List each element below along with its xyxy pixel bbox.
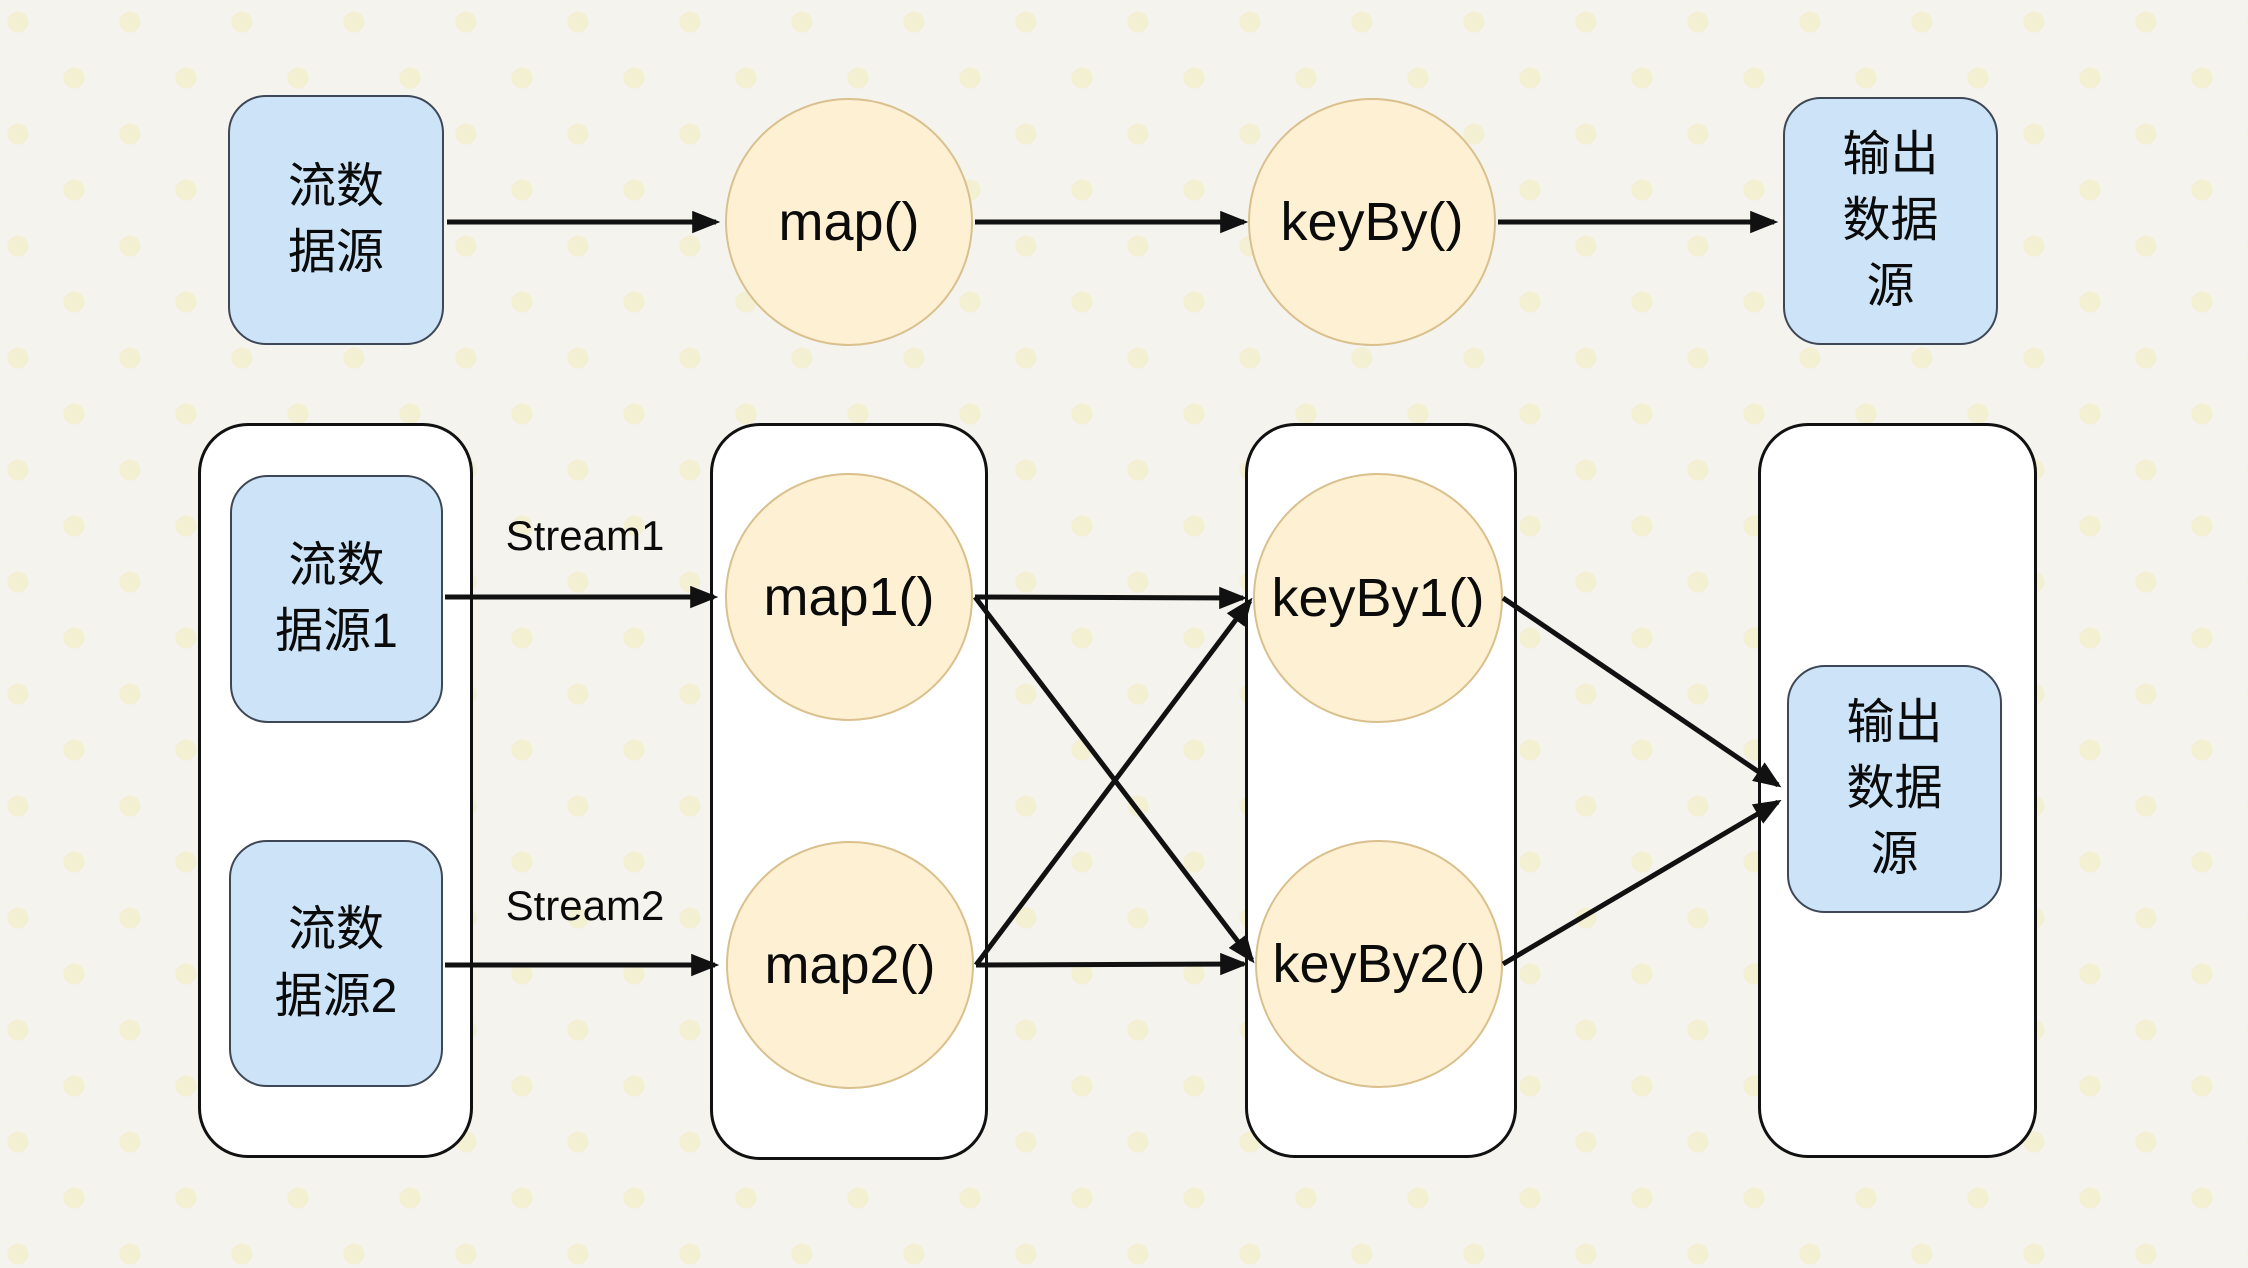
node-stream-source-1-label: 流数 据源1 xyxy=(275,538,398,658)
node-bottom-output-sink: 输出 数据 源 xyxy=(1787,665,2002,913)
node-top-map: map() xyxy=(725,98,973,346)
edge-map1-keyby2 xyxy=(973,595,1255,964)
edge-keyby1-sink xyxy=(1501,595,1782,788)
node-keyby1: keyBy1() xyxy=(1253,473,1503,723)
node-top-stream-source: 流数 据源 xyxy=(228,95,444,345)
node-keyby2-label: keyBy2() xyxy=(1272,934,1486,994)
node-map2: map2() xyxy=(726,841,974,1089)
edge-label-stream2: Stream2 xyxy=(505,882,665,929)
node-top-keyby: keyBy() xyxy=(1248,98,1496,346)
node-stream-source-2: 流数 据源2 xyxy=(229,840,443,1087)
node-top-output-sink: 输出 数据 源 xyxy=(1783,97,1998,345)
edge-label-stream1: Stream1 xyxy=(505,512,665,559)
node-top-map-label: map() xyxy=(778,192,920,252)
node-top-stream-source-label: 流数 据源 xyxy=(287,159,384,279)
node-top-output-sink-label: 输出 数据 源 xyxy=(1842,127,1939,314)
edge-map2-keyby1 xyxy=(974,597,1253,967)
node-stream-source-1: 流数 据源1 xyxy=(230,475,443,723)
node-bottom-output-sink-label: 输出 数据 源 xyxy=(1846,695,1943,882)
node-top-keyby-label: keyBy() xyxy=(1280,192,1464,252)
edge-map1-keyby1 xyxy=(974,586,1248,610)
node-map1: map1() xyxy=(725,473,973,721)
edge-keyby2-sink xyxy=(1501,799,1782,967)
node-stream-source-2-label: 流数 据源2 xyxy=(274,903,398,1023)
node-keyby1-label: keyBy1() xyxy=(1271,568,1485,628)
node-map2-label: map2() xyxy=(764,935,936,995)
node-map1-label: map1() xyxy=(763,567,935,627)
edge-map2-keyby2 xyxy=(975,952,1249,976)
node-keyby2: keyBy2() xyxy=(1255,840,1503,1088)
